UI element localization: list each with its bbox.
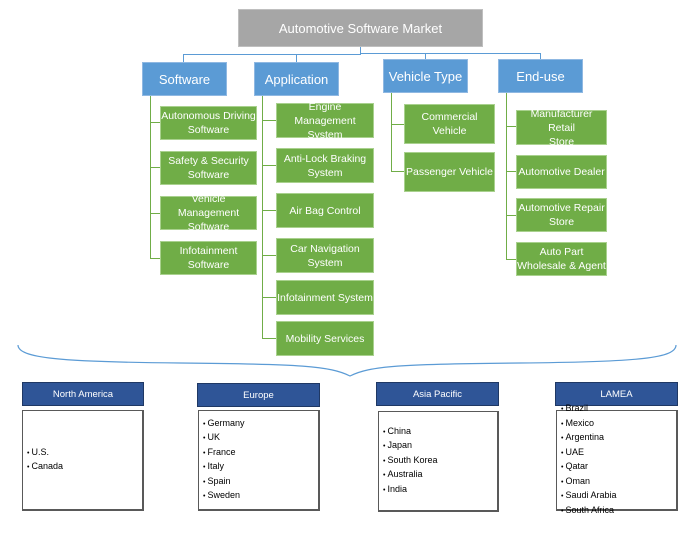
region-list-asia-pacific: China Japan South Korea Australia India [378,411,499,512]
region-list-europe: Germany UK France Italy Spain Sweden [198,410,320,511]
country-item: Canada [27,460,142,475]
region-list-lamea: Brazil Mexico Argentina UAE Qatar Oman S… [556,403,678,515]
country-item: Oman [561,475,676,490]
root-node-title: Automotive Software Market [238,9,483,47]
country-item: UK [203,431,318,446]
connector-tick [262,210,276,211]
connector-tick [262,338,276,339]
connector-tick [506,126,516,127]
country-item: China [383,425,497,440]
connector-tick [391,124,404,125]
leaf-autonomous-driving-software: Autonomous Driving Software [160,106,257,140]
curly-brace [17,344,677,377]
country-item: UAE [561,446,676,461]
country-item: Japan [383,439,497,454]
connector-tick [150,213,160,214]
leaf-anti-lock-braking-system: Anti-Lock Braking System [276,148,374,183]
connector-vehicle-type [425,53,426,59]
country-item: Brazil [561,402,676,417]
leaf-mobility-services: Mobility Services [276,321,374,356]
country-item: U.S. [27,446,142,461]
connector-right-branch [360,53,541,54]
region-label: LAMEA [600,388,633,400]
connector-tick [391,171,404,172]
leaf-manufacturer-retail-store: Manufacturer Retail Store [516,108,607,148]
country-item: Australia [383,468,497,483]
leaf-commercial-vehicle: Commercial Vehicle [404,104,495,144]
region-label: Asia Pacific [412,388,463,400]
category-label: Vehicle Type [388,68,463,84]
country-item: Italy [203,460,318,475]
leaf-infotainment-system: Infotainment System [276,280,374,315]
connector-tick [262,165,276,166]
leaf-automotive-dealer: Automotive Dealer [516,155,607,189]
region-header-asia-pacific: Asia Pacific [376,382,499,406]
connector-tick [150,258,160,259]
region-list-north-america: U.S. Canada [22,410,144,511]
leaf-automotive-repair-store: Automotive Repair Store [516,198,607,232]
leaf-auto-part-wholesale-agent: Auto Part Wholesale & Agent [516,242,607,276]
connector-tick [262,255,276,256]
connector-tick [506,259,516,260]
connector-tick [262,297,276,298]
region-label: Europe [243,389,274,401]
connector-end-use-spine [506,93,507,260]
region-header-north-america: North America [22,382,144,406]
country-item: South Africa [561,504,676,519]
leaf-infotainment-software: Infotainment Software [160,241,257,275]
connector-tick [506,171,516,172]
connector-application [296,54,297,62]
leaf-passenger-vehicle: Passenger Vehicle [404,152,495,192]
leaf-vehicle-management-software: Vehicle Management Software [160,193,257,233]
leaf-engine-management-system: Engine Management System [276,101,374,141]
category-software: Software [142,62,227,96]
connector-application-spine [262,96,263,339]
connector-root-down [360,47,361,54]
connector-left-branch [183,54,361,55]
category-label: End-use [516,68,565,84]
connector-tick [150,122,160,123]
leaf-air-bag-control: Air Bag Control [276,193,374,228]
category-end-use: End-use [498,59,583,93]
connector-tick [150,167,160,168]
connector-tick [262,120,276,121]
connector-software [183,54,184,62]
country-item: Sweden [203,489,318,504]
region-label: North America [52,388,114,400]
country-item: Saudi Arabia [561,489,676,504]
country-item: South Korea [383,454,497,469]
region-header-europe: Europe [197,383,320,407]
leaf-safety-security-software: Safety & Security Software [160,151,257,185]
country-item: France [203,446,318,461]
category-vehicle-type: Vehicle Type [383,59,468,93]
connector-tick [506,215,516,216]
country-item: Mexico [561,417,676,432]
country-item: Germany [203,417,318,432]
connector-vehicle-type-spine [391,93,392,171]
connector-end-use [540,53,541,59]
country-item: Spain [203,475,318,490]
connector-software-spine [150,96,151,259]
country-item: India [383,483,497,498]
category-label: Software [158,71,211,87]
category-application: Application [254,62,339,96]
leaf-car-navigation-system: Car Navigation System [276,238,374,273]
category-label: Application [264,71,329,87]
country-item: Argentina [561,431,676,446]
country-item: Qatar [561,460,676,475]
